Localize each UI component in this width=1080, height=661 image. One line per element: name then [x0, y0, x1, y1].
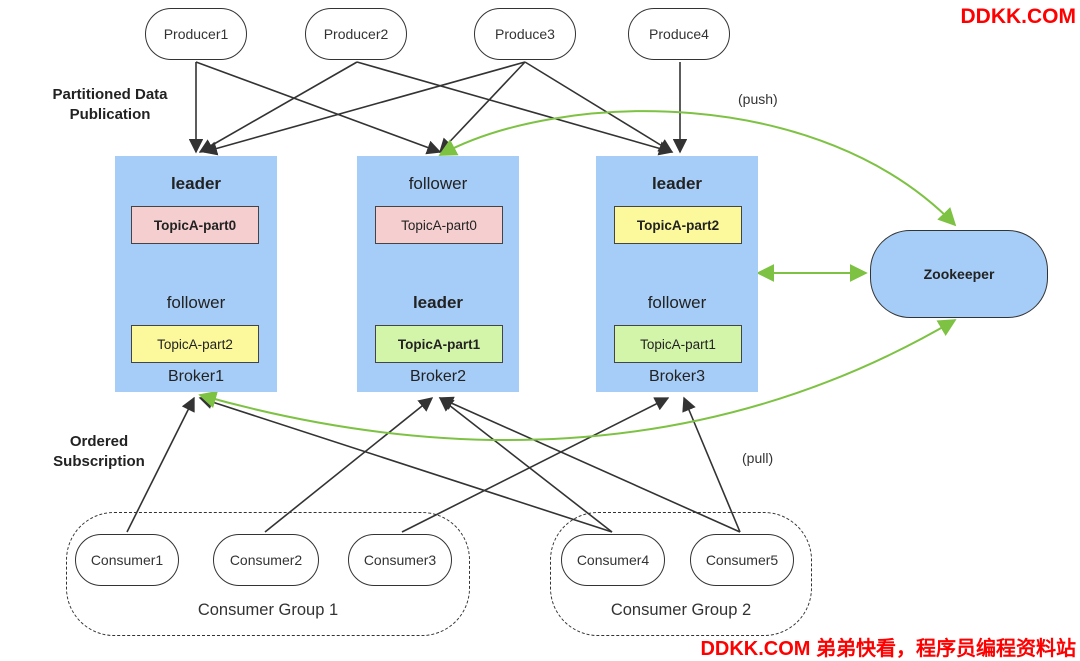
- consumer-group-2-label: Consumer Group 2: [610, 601, 752, 619]
- broker-2-bottom-partition: TopicA-part1: [375, 325, 503, 363]
- consumer-group-1-label: Consumer Group 1: [197, 601, 339, 619]
- broker-3-top-role: leader: [651, 174, 703, 193]
- broker-3-top-partition: TopicA-part2: [614, 206, 742, 244]
- push-label: (push): [738, 91, 778, 107]
- broker-3: leader TopicA-part2 follower TopicA-part…: [596, 156, 758, 392]
- zookeeper-arrows: [198, 110, 957, 441]
- watermark-top: DDKK.COM: [960, 5, 1077, 28]
- consumer-node-5: Consumer5: [690, 534, 794, 586]
- producer-arrows: [188, 61, 688, 156]
- consumer-group-2: [550, 512, 812, 636]
- broker-1-top-role: leader: [170, 174, 222, 193]
- broker-2-bottom-role: leader: [412, 293, 464, 312]
- broker-3-bottom-partition: TopicA-part1: [614, 325, 742, 363]
- broker-1-top-partition: TopicA-part0: [131, 206, 259, 244]
- broker-2-name: Broker2: [409, 368, 467, 385]
- broker-1-bottom-partition: TopicA-part2: [131, 325, 259, 363]
- broker-1-bottom-role: follower: [166, 293, 226, 312]
- consumer-node-2: Consumer2: [213, 534, 319, 586]
- producer-node-4: Produce4: [628, 8, 730, 60]
- watermark-bottom: DDKK.COM 弟弟快看，程序员编程资料站: [700, 638, 1076, 660]
- consumer-node-3: Consumer3: [348, 534, 452, 586]
- producer-node-1: Producer1: [145, 8, 247, 60]
- ordered-label-line1: Ordered: [69, 433, 129, 450]
- pull-label: (pull): [742, 450, 774, 466]
- partitioned-label-line1: Partitioned Data: [52, 86, 168, 103]
- broker-1-name: Broker1: [167, 368, 225, 385]
- consumer-arrows: [126, 395, 741, 533]
- broker-3-name: Broker3: [648, 368, 706, 385]
- partitioned-label: Partitioned Data Publication: [30, 85, 190, 125]
- broker-2: follower TopicA-part0 leader TopicA-part…: [357, 156, 519, 392]
- ordered-label-line2: Subscription: [53, 453, 145, 470]
- consumer-group-1: [66, 512, 470, 636]
- broker-1: leader TopicA-part0 follower TopicA-part…: [115, 156, 277, 392]
- zookeeper-node: Zookeeper: [870, 230, 1048, 318]
- broker-2-top-role: follower: [408, 174, 468, 193]
- broker-2-top-partition: TopicA-part0: [375, 206, 503, 244]
- consumer-node-4: Consumer4: [561, 534, 665, 586]
- broker-3-bottom-role: follower: [647, 293, 707, 312]
- consumer-node-1: Consumer1: [75, 534, 179, 586]
- partitioned-label-line2: Publication: [69, 106, 151, 123]
- ordered-label: Ordered Subscription: [34, 432, 164, 472]
- producer-node-3: Produce3: [474, 8, 576, 60]
- producer-node-2: Producer2: [305, 8, 407, 60]
